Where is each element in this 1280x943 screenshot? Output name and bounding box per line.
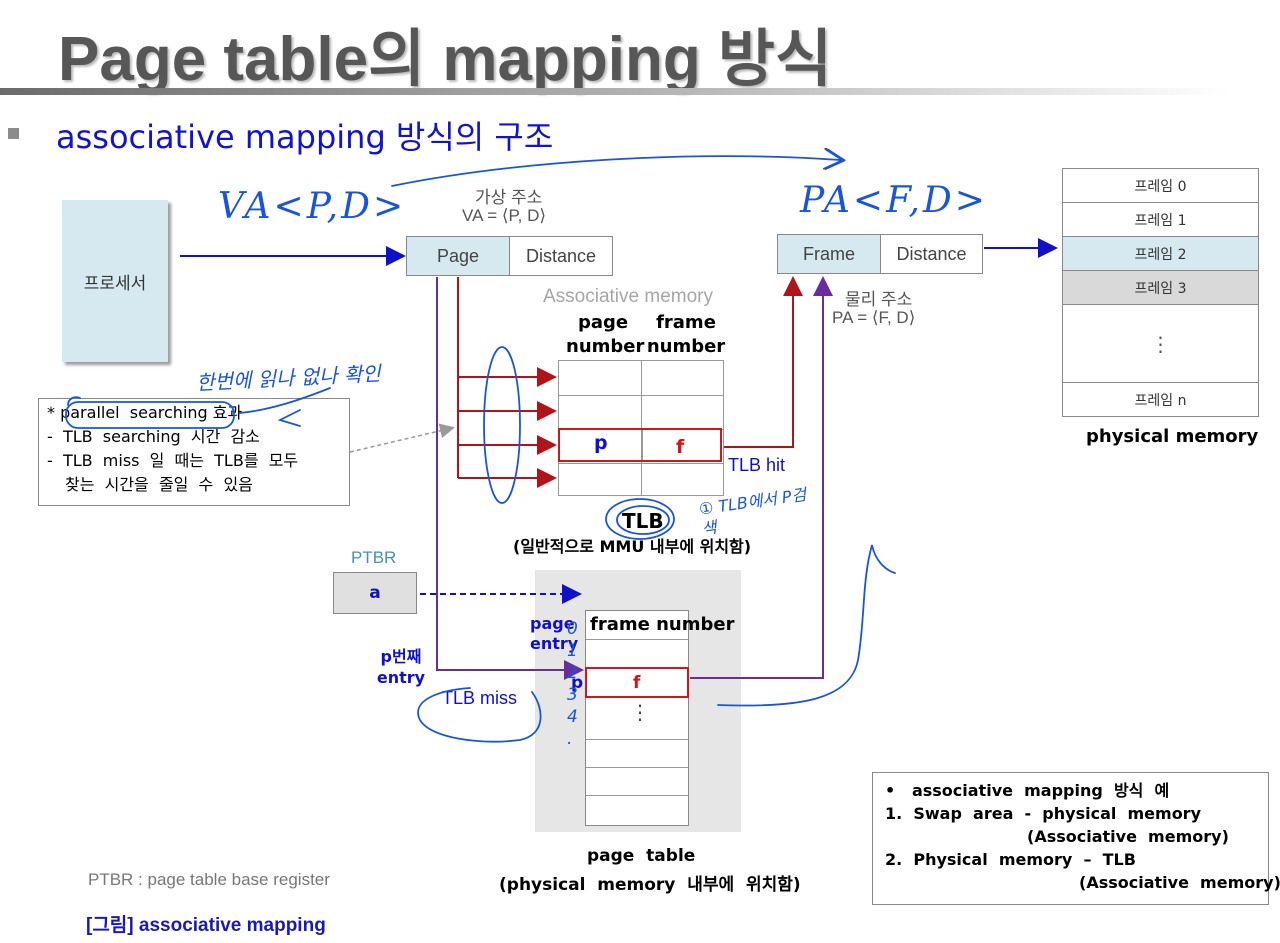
page-title: Page table의 mapping 방식 bbox=[58, 25, 833, 94]
tlb-hit-label: TLB hit bbox=[728, 455, 786, 475]
handwritten-index-numbers: 0 1 2 3 4 . bbox=[567, 619, 578, 749]
note-line4: 찾는 시간을 줄일 수 있음 bbox=[65, 475, 253, 494]
page-table-header-right: frame number bbox=[590, 614, 735, 635]
page-table-dots: ⋮ bbox=[630, 700, 650, 724]
frame-label: 프레임 n bbox=[1134, 392, 1187, 409]
frame-ellipsis: ⋮ bbox=[1150, 331, 1171, 356]
note-to-tlb-arrow bbox=[349, 423, 455, 453]
frame-row-0: 프레임 0 bbox=[1063, 169, 1258, 203]
title-divider bbox=[0, 88, 1230, 95]
ptbr-label: PTBR bbox=[351, 548, 397, 567]
tlb-p-value: p bbox=[594, 432, 608, 454]
tlb-miss-label: TLB miss bbox=[442, 688, 518, 708]
va-page-label: Page bbox=[436, 245, 480, 266]
tlb-miss-path bbox=[436, 276, 833, 680]
ptbr-register: a bbox=[333, 572, 417, 614]
page-table-target-row: f bbox=[585, 667, 689, 698]
va-formula: VA = ⟨P, D⟩ bbox=[462, 206, 546, 225]
example-box: • associative mapping 방식 예 1. Swap area … bbox=[872, 772, 1280, 905]
pa-formula: PA = ⟨F, D⟩ bbox=[832, 308, 916, 327]
p-th-entry-label: p번째 entry bbox=[376, 647, 426, 687]
processor-label: 프로세서 bbox=[83, 273, 147, 294]
tlb-hit-row: p f bbox=[558, 428, 722, 462]
va-distance-cell: Distance bbox=[509, 236, 613, 276]
frame-label: 프레임 1 bbox=[1134, 212, 1187, 229]
associative-memory-label: Associative memory bbox=[543, 286, 713, 307]
frame-row-3: 프레임 3 bbox=[1063, 271, 1258, 305]
pa-distance-cell: Distance bbox=[880, 234, 983, 274]
frame-label: 프레임 3 bbox=[1134, 280, 1187, 297]
frame-row-2: 프레임 2 bbox=[1063, 237, 1258, 271]
note-line1-highlight: parallel searching bbox=[60, 403, 208, 422]
example-line4: 2. Physical memory – TLB bbox=[885, 850, 1136, 869]
page-table bbox=[585, 610, 689, 826]
tlb-col-page-number: page number bbox=[566, 312, 645, 357]
processor-box: 프로세서 bbox=[62, 200, 168, 362]
tlb-f-value: f bbox=[676, 436, 685, 458]
frame-row-n: 프레임 n bbox=[1063, 383, 1258, 416]
va-heading: 가상 주소 bbox=[475, 188, 543, 207]
note-line3: - TLB miss 일 때는 TLB를 모두 bbox=[47, 451, 299, 470]
note-line1-suffix: 효과 bbox=[207, 403, 243, 422]
tlb-col-frame-number: frame number bbox=[646, 312, 726, 357]
frame-label: 프레임 2 bbox=[1134, 246, 1187, 263]
va-distance-label: Distance bbox=[525, 245, 597, 266]
page-table-f-value: f bbox=[633, 673, 641, 693]
physical-memory-table: 프레임 0 프레임 1 프레임 2 프레임 3 ⋮ 프레임 n bbox=[1062, 168, 1259, 417]
handwritten-va: VA<P,D> bbox=[218, 186, 407, 227]
note-line1-prefix: * bbox=[47, 403, 61, 422]
pa-heading: 물리 주소 bbox=[845, 290, 913, 309]
frame-row-gap: ⋮ bbox=[1063, 305, 1258, 383]
frame-label: 프레임 0 bbox=[1134, 178, 1187, 195]
example-line2: 1. Swap area - physical memory bbox=[885, 804, 1201, 823]
tlb-label: TLB bbox=[622, 509, 664, 533]
bullet-square-icon bbox=[8, 128, 19, 139]
note-line2: - TLB searching 시간 감소 bbox=[47, 427, 260, 446]
va-page-cell: Page bbox=[406, 236, 510, 276]
example-line5: (Associative memory) bbox=[1079, 873, 1280, 892]
figure-caption: [그림] associative mapping bbox=[86, 915, 326, 936]
handwriting-strokes bbox=[65, 156, 896, 743]
parallel-search-note: * parallel searching 효과 - TLB searching … bbox=[38, 398, 350, 506]
frame-row-1: 프레임 1 bbox=[1063, 203, 1258, 237]
pa-frame-label: Frame bbox=[802, 243, 855, 264]
tlb-location-note: (일반적으로 MMU 내부에 위치함) bbox=[513, 537, 752, 556]
parallel-search-arrows bbox=[457, 276, 803, 488]
example-bullet: • bbox=[885, 781, 896, 800]
example-line1: associative mapping 방식 예 bbox=[911, 781, 1170, 800]
pa-frame-cell: Frame bbox=[777, 234, 881, 274]
ptbr-value: a bbox=[369, 583, 381, 603]
ptbr-definition: PTBR : page table base register bbox=[88, 870, 330, 889]
page-table-header-left: page entry bbox=[530, 614, 579, 653]
physical-memory-caption: physical memory bbox=[1086, 426, 1259, 447]
pa-distance-label: Distance bbox=[896, 243, 967, 264]
example-line3: (Associative memory) bbox=[1027, 827, 1229, 846]
section-subtitle: associative mapping 방식의 구조 bbox=[56, 118, 554, 156]
handwritten-pa: PA<F,D> bbox=[800, 180, 988, 221]
page-table-caption: page table bbox=[587, 846, 696, 866]
page-table-location-caption: (physical memory 내부에 위치함) bbox=[499, 875, 801, 895]
